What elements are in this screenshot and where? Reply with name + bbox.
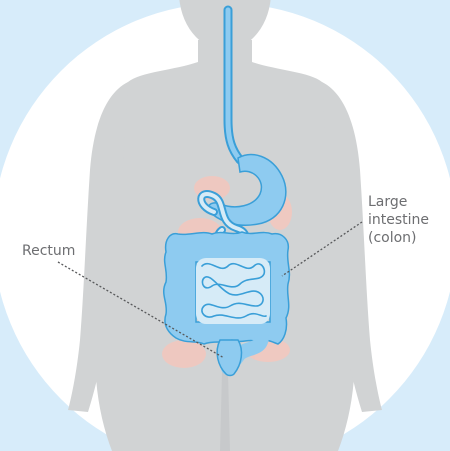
large-intestine-label: Large intestine (colon)	[368, 193, 429, 247]
large-intestine-label-line1: Large	[368, 193, 429, 211]
large-intestine-label-line2: intestine	[368, 211, 429, 229]
rectum-label: Rectum	[22, 242, 75, 260]
small-intestine	[196, 258, 270, 324]
large-intestine-label-line3: (colon)	[368, 229, 429, 247]
